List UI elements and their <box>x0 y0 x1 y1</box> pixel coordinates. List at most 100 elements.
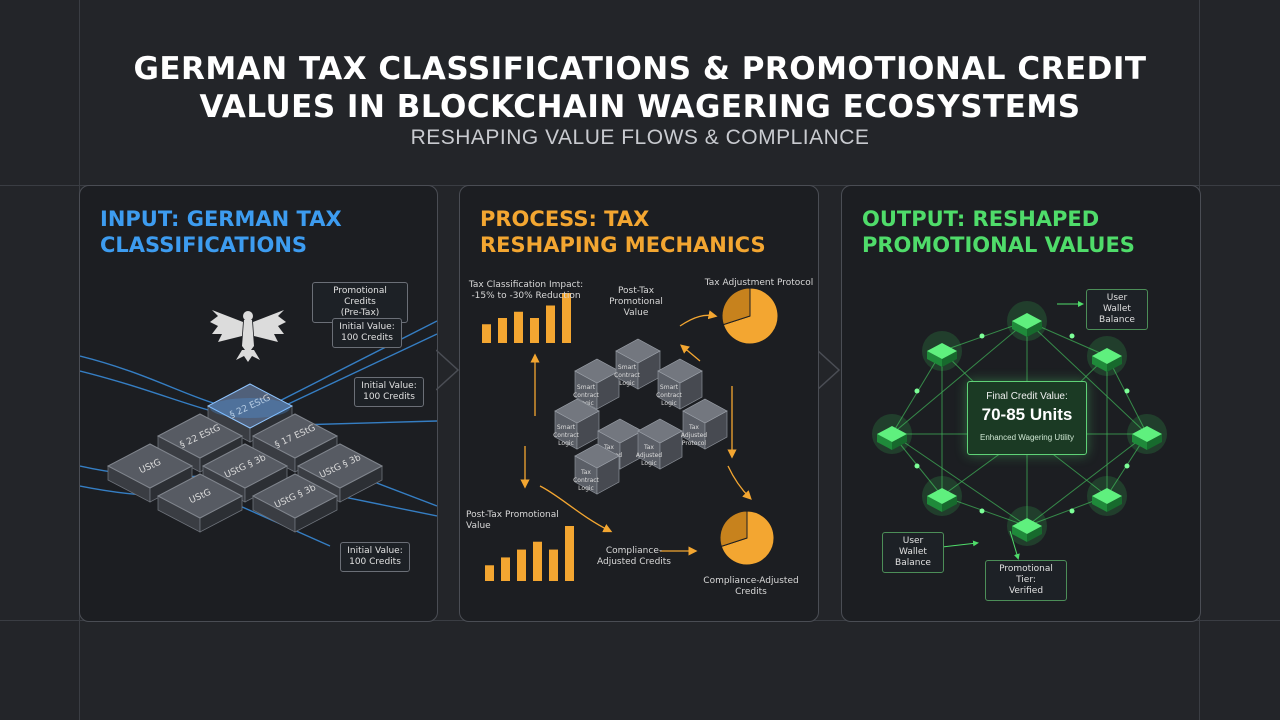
protocol-pie-chart <box>721 287 779 345</box>
cube-label: Logic <box>578 400 594 407</box>
network-pulse <box>1069 333 1075 339</box>
network-edge <box>1106 355 1148 435</box>
tax-block: UStG § 3b <box>251 473 339 533</box>
page-title: GERMAN TAX CLASSIFICATIONS & PROMOTIONAL… <box>0 50 1280 126</box>
pie-slice <box>721 287 751 326</box>
network-node <box>1087 336 1127 376</box>
bar <box>482 324 491 343</box>
network-edge <box>1026 433 1148 527</box>
title-line: RESHAPING MECHANICS <box>480 233 766 257</box>
cube-label: Tax <box>580 469 591 476</box>
bar <box>501 557 510 581</box>
wallet-connectors <box>941 301 1084 560</box>
label-line: Post-Tax <box>617 286 655 296</box>
final-label: Final Credit Value: <box>986 391 1068 402</box>
label-line: -15% to -30% Reduction <box>471 291 581 301</box>
wallet-balance-box: User Wallet Balance <box>882 532 944 573</box>
output-panel: OUTPUT: RESHAPED PROMOTIONAL VALUES User… <box>841 185 1201 622</box>
cube-label: Protocol <box>682 440 707 447</box>
box-line: Initial Value: <box>361 381 417 391</box>
cube-label: Contract <box>573 392 599 399</box>
network-pulse <box>979 333 985 339</box>
box-line: 100 Credits <box>363 392 415 402</box>
final-caption: Enhanced Wagering Utility <box>980 433 1074 442</box>
network-pulse <box>1124 388 1130 394</box>
compliance-bottom-label: Compliance-Adjusted Credits <box>703 576 799 597</box>
label-line: Compliance- <box>605 546 663 556</box>
box-line: Initial Value: <box>347 546 403 556</box>
title-line: INPUT: GERMAN TAX <box>100 207 342 231</box>
cube-label: Tax <box>643 444 654 451</box>
protocol-label: Tax Adjustment Protocol <box>704 278 814 288</box>
network-node <box>872 414 912 454</box>
post-tax-bar-chart <box>485 526 574 581</box>
box-line: Balance <box>895 558 931 568</box>
cube-label: Adjusted <box>636 452 662 459</box>
promo-credits-box: Promotional Credits (Pre-Tax) <box>312 282 408 323</box>
network-node <box>1007 301 1047 341</box>
tax-block: UStG § 3b <box>201 443 289 503</box>
final-value: 70-85 Units <box>981 405 1073 424</box>
box-line: Initial Value: <box>339 322 395 332</box>
title-line: GERMAN TAX CLASSIFICATIONS & PROMOTIONAL… <box>133 51 1147 87</box>
cube-label: Logic <box>641 460 657 467</box>
initial-value-box: Initial Value: 100 Credits <box>332 318 402 348</box>
connector-arrow <box>817 349 841 391</box>
title-line: PROCESS: TAX <box>480 207 650 231</box>
box-line: Balance <box>1099 315 1135 325</box>
compliance-mid-label: Compliance- Adjusted Credits <box>594 546 674 568</box>
network-node <box>1007 506 1047 546</box>
network-node <box>922 476 962 516</box>
network-node <box>1087 476 1127 516</box>
impact-bar-chart <box>482 293 571 343</box>
connector-arrow <box>436 349 460 391</box>
initial-value-box: Initial Value: 100 Credits <box>340 542 410 572</box>
label-line: Tax Classification Impact: <box>468 280 584 290</box>
title-line: OUTPUT: RESHAPED <box>862 207 1100 231</box>
title-line: CLASSIFICATIONS <box>100 233 308 257</box>
network-edge <box>891 433 1028 527</box>
network-pulse <box>1069 508 1075 514</box>
bar <box>549 549 558 581</box>
box-line: User Wallet <box>899 536 927 557</box>
process-illustration: SmartContractLogicSmartContractLogicSmar… <box>482 287 779 581</box>
bar <box>546 305 555 343</box>
cube-label: Logic <box>661 400 677 407</box>
box-line: Verified <box>1008 586 1044 596</box>
network-edge <box>891 320 1028 435</box>
box-line: Promotional Tier: <box>999 564 1053 585</box>
box-line: User Wallet <box>1103 293 1131 314</box>
bar <box>565 526 574 581</box>
cube-label: Smart <box>618 364 637 371</box>
title-line: VALUES IN BLOCKCHAIN WAGERING ECOSYSTEMS <box>199 89 1081 125</box>
network-edge <box>1026 320 1148 435</box>
cube-label: Smart <box>557 424 576 431</box>
compliance-pie-chart <box>719 510 775 566</box>
eagle-icon <box>210 310 286 362</box>
cube-label: Contract <box>573 477 599 484</box>
impact-label: Tax Classification Impact: -15% to -30% … <box>466 280 586 302</box>
cube-label: Tax <box>603 444 614 451</box>
flow-arrows <box>520 310 752 556</box>
output-panel-title: OUTPUT: RESHAPED PROMOTIONAL VALUES <box>862 206 1182 258</box>
pie-slice <box>720 510 775 566</box>
bar <box>530 318 539 343</box>
tax-block: § 22 EStG <box>156 413 244 473</box>
bar <box>485 565 494 581</box>
network-node <box>1127 414 1167 454</box>
cube-label: Contract <box>553 432 579 439</box>
pie-slice <box>722 287 779 345</box>
initial-value-box: Initial Value: 100 Credits <box>354 377 424 407</box>
network-pulse <box>979 508 985 514</box>
page-subtitle: RESHAPING VALUE FLOWS & COMPLIANCE <box>410 126 870 149</box>
bar <box>562 293 571 343</box>
label-line: Value <box>466 521 491 531</box>
input-panel: INPUT: GERMAN TAX CLASSIFICATIONS <box>79 185 438 622</box>
input-panel-title: INPUT: GERMAN TAX CLASSIFICATIONS <box>100 206 420 258</box>
